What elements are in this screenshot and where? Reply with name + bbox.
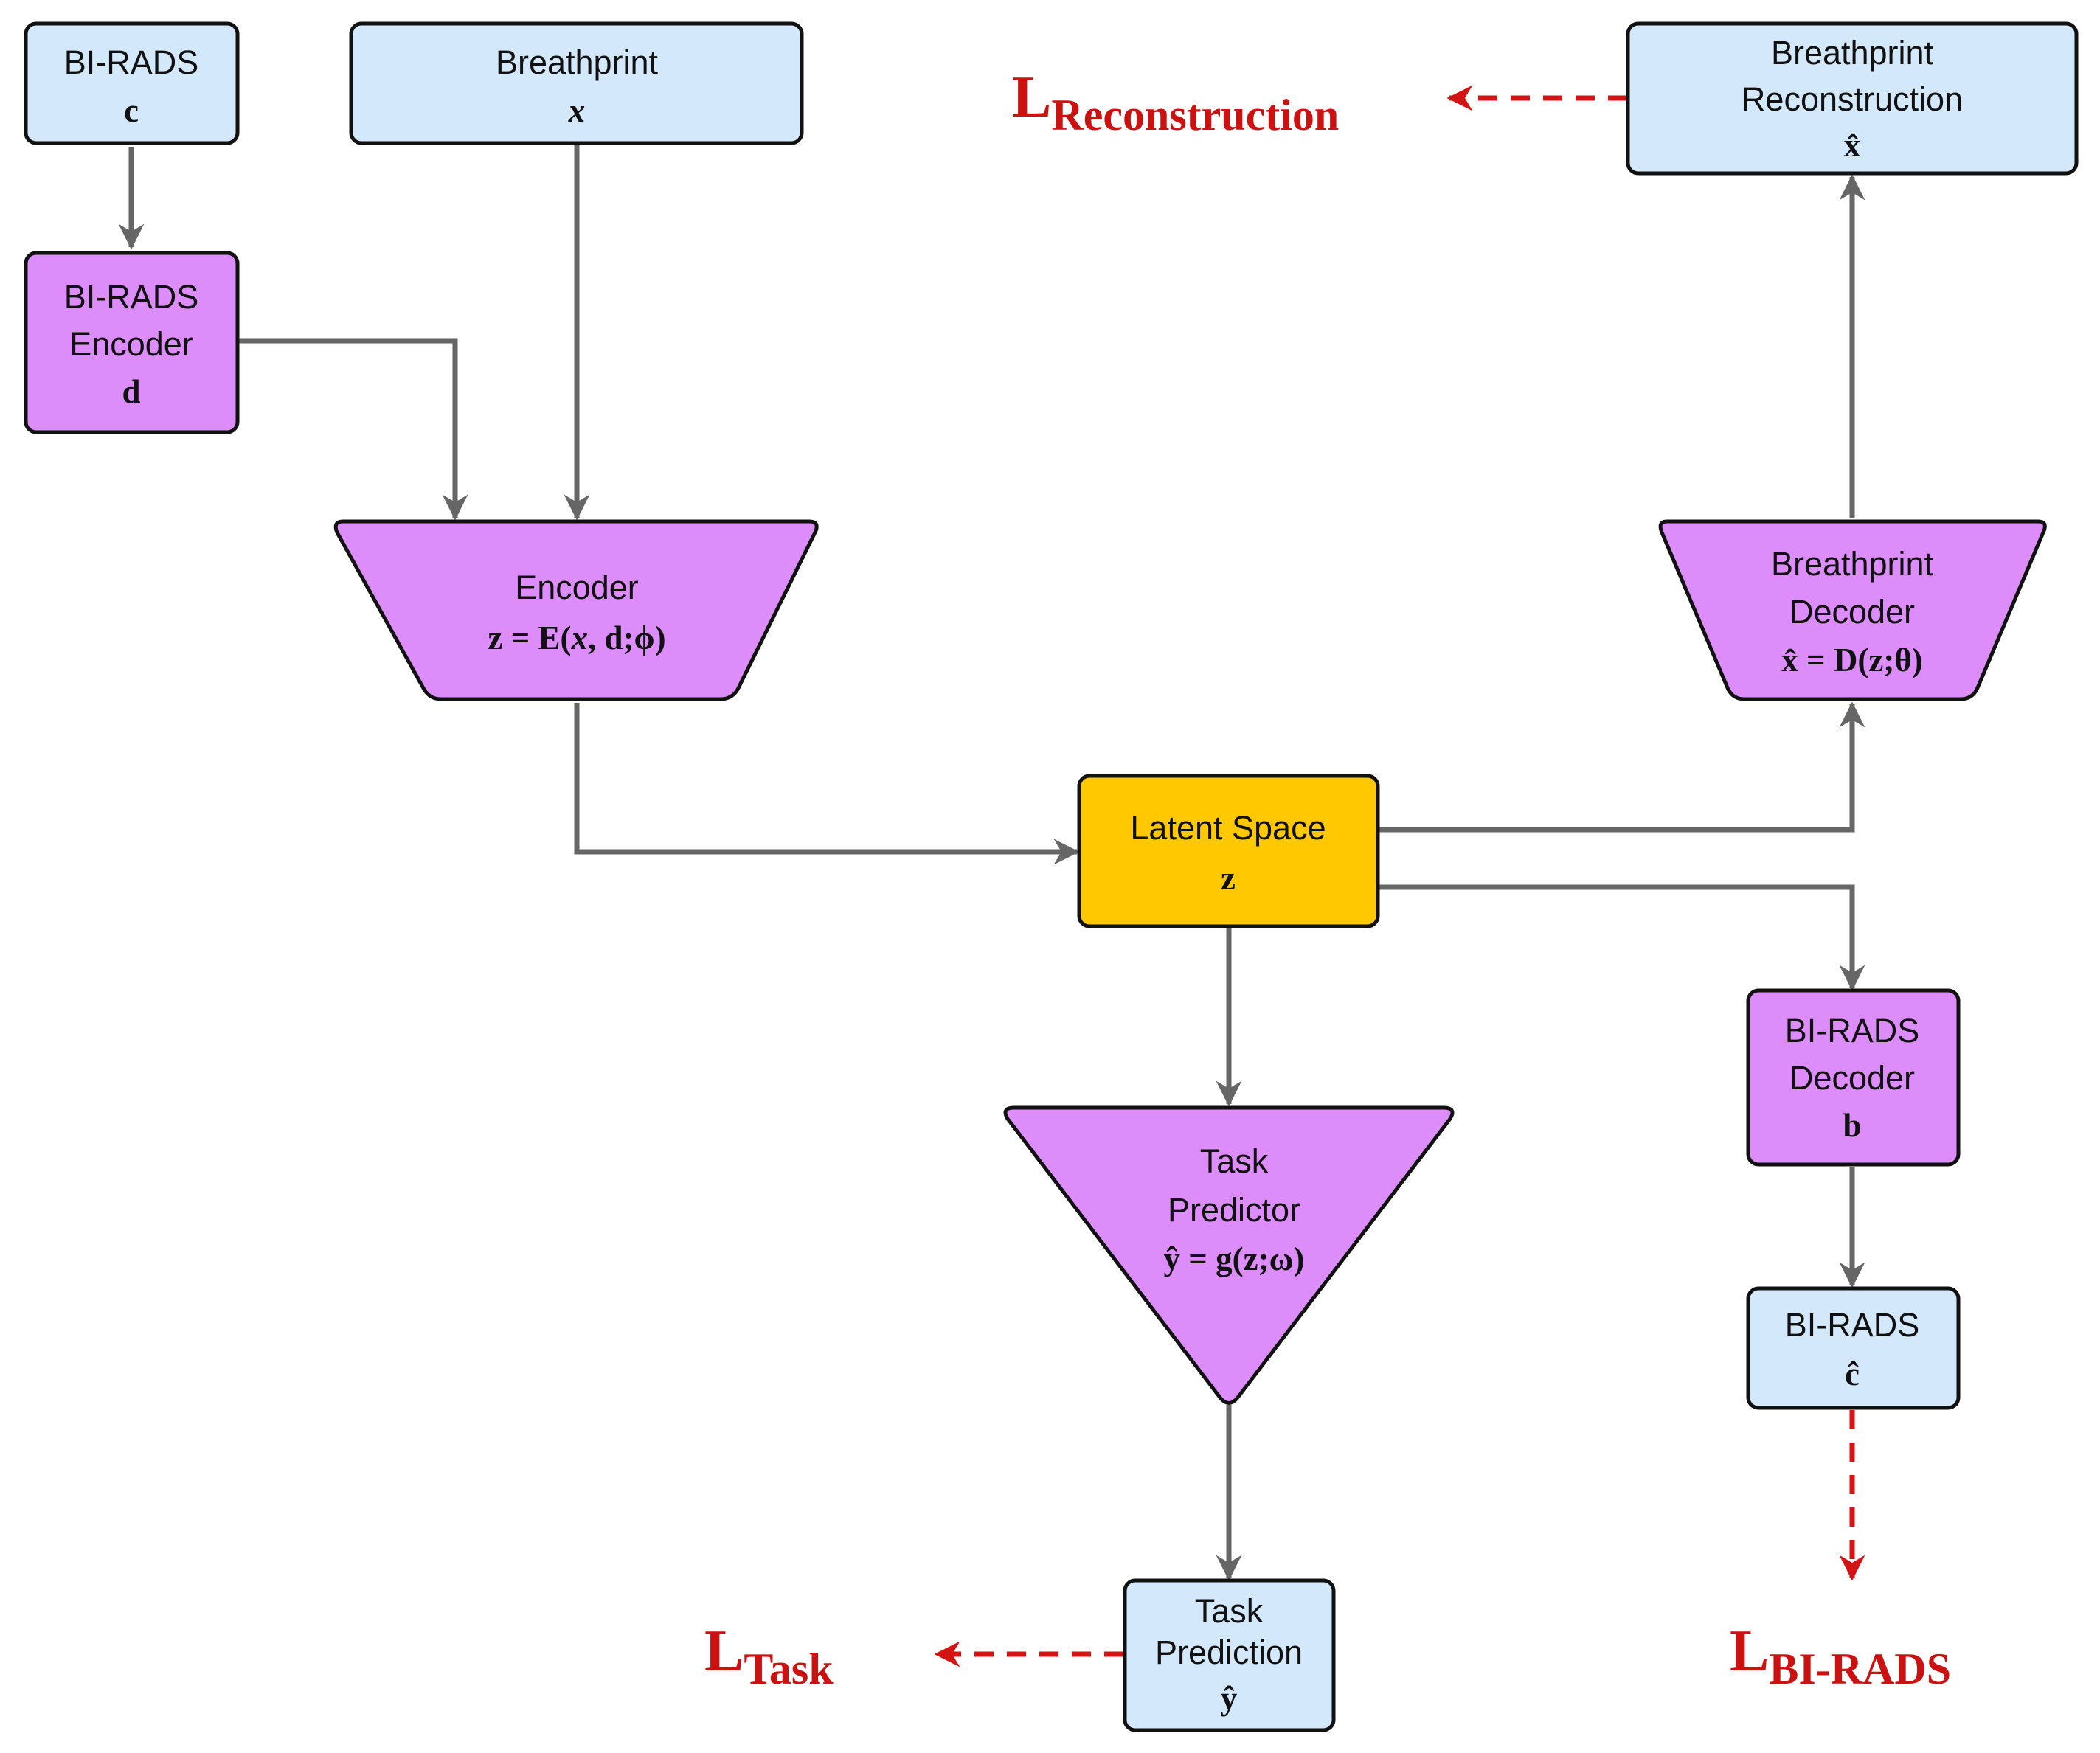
reconstruction-line1: Breathprint — [1771, 34, 1934, 72]
breathprint-input-symbol: x — [568, 92, 586, 129]
birads-encoder-line1: BI-RADS — [64, 278, 199, 316]
birads-output-node: BI-RADS ĉ — [1746, 1286, 1961, 1410]
birads-output-title: BI-RADS — [1785, 1306, 1920, 1344]
task-prediction-symbol: ŷ — [1221, 1680, 1238, 1717]
task-predictor-node: Task Predictor ŷ = g(z;ω) — [1003, 1105, 1455, 1405]
breathprint-decoder-line2: Decoder — [1789, 593, 1915, 631]
birads-input-node: BI-RADS c — [24, 21, 240, 145]
birads-encoder-symbol: d — [122, 373, 140, 410]
reconstruction-symbol: x̂ — [1844, 127, 1861, 164]
latent-space-symbol: z — [1221, 860, 1236, 897]
latent-space-title: Latent Space — [1130, 809, 1326, 847]
reconstruction-line2: Reconstruction — [1742, 80, 1963, 118]
birads-encoder-line2: Encoder — [69, 325, 193, 363]
breathprint-decoder-formula: x̂ = D(z;θ) — [1781, 642, 1923, 678]
arrow-latent-to-breathprint-decoder — [1379, 701, 1865, 833]
arrow-latent-to-birads-decoder — [1379, 884, 1865, 991]
breathprint-decoder-node: Breathprint Decoder x̂ = D(z;θ) — [1658, 519, 2047, 701]
arrow-birads-encoder-to-encoder — [238, 338, 468, 521]
arrow-encoder-to-latent — [574, 703, 1080, 865]
birads-input-symbol: c — [124, 92, 139, 129]
task-prediction-node: Task Prediction ŷ — [1123, 1578, 1336, 1732]
birads-decoder-line1: BI-RADS — [1785, 1012, 1920, 1049]
breathprint-reconstruction-node: Breathprint Reconstruction x̂ — [1626, 21, 2079, 176]
birads-decoder-symbol: b — [1843, 1107, 1861, 1144]
birads-decoder-node: BI-RADS Decoder b — [1746, 988, 1961, 1167]
breathprint-decoder-line1: Breathprint — [1771, 545, 1934, 583]
loss-reconstruction-label: LReconstruction — [1012, 65, 1339, 139]
breathprint-input-node: Breathprint x — [349, 21, 804, 145]
loss-birads-label: LBI-RADS — [1730, 1619, 1951, 1693]
birads-output-symbol: ĉ — [1845, 1355, 1860, 1392]
task-predictor-line1: Task — [1200, 1142, 1269, 1180]
task-prediction-line2: Prediction — [1155, 1634, 1303, 1671]
task-predictor-line2: Predictor — [1168, 1191, 1300, 1229]
flow-arrows — [118, 145, 1865, 1581]
encoder-node: Encoder z = E(x, d;ϕ) — [333, 519, 819, 701]
encoder-formula: z = E(x, d;ϕ) — [488, 619, 665, 656]
encoder-title: Encoder — [515, 569, 639, 606]
birads-decoder-line2: Decoder — [1789, 1059, 1915, 1097]
birads-encoder-node: BI-RADS Encoder d — [24, 251, 240, 434]
breathprint-input-title: Breathprint — [496, 44, 659, 81]
latent-space-node: Latent Space z — [1077, 774, 1380, 928]
task-predictor-formula: ŷ = g(z;ω) — [1164, 1240, 1305, 1277]
birads-input-title: BI-RADS — [64, 44, 199, 81]
loss-task-label: LTask — [704, 1619, 834, 1693]
task-prediction-line1: Task — [1195, 1592, 1264, 1630]
loss-arrows — [934, 85, 1865, 1667]
